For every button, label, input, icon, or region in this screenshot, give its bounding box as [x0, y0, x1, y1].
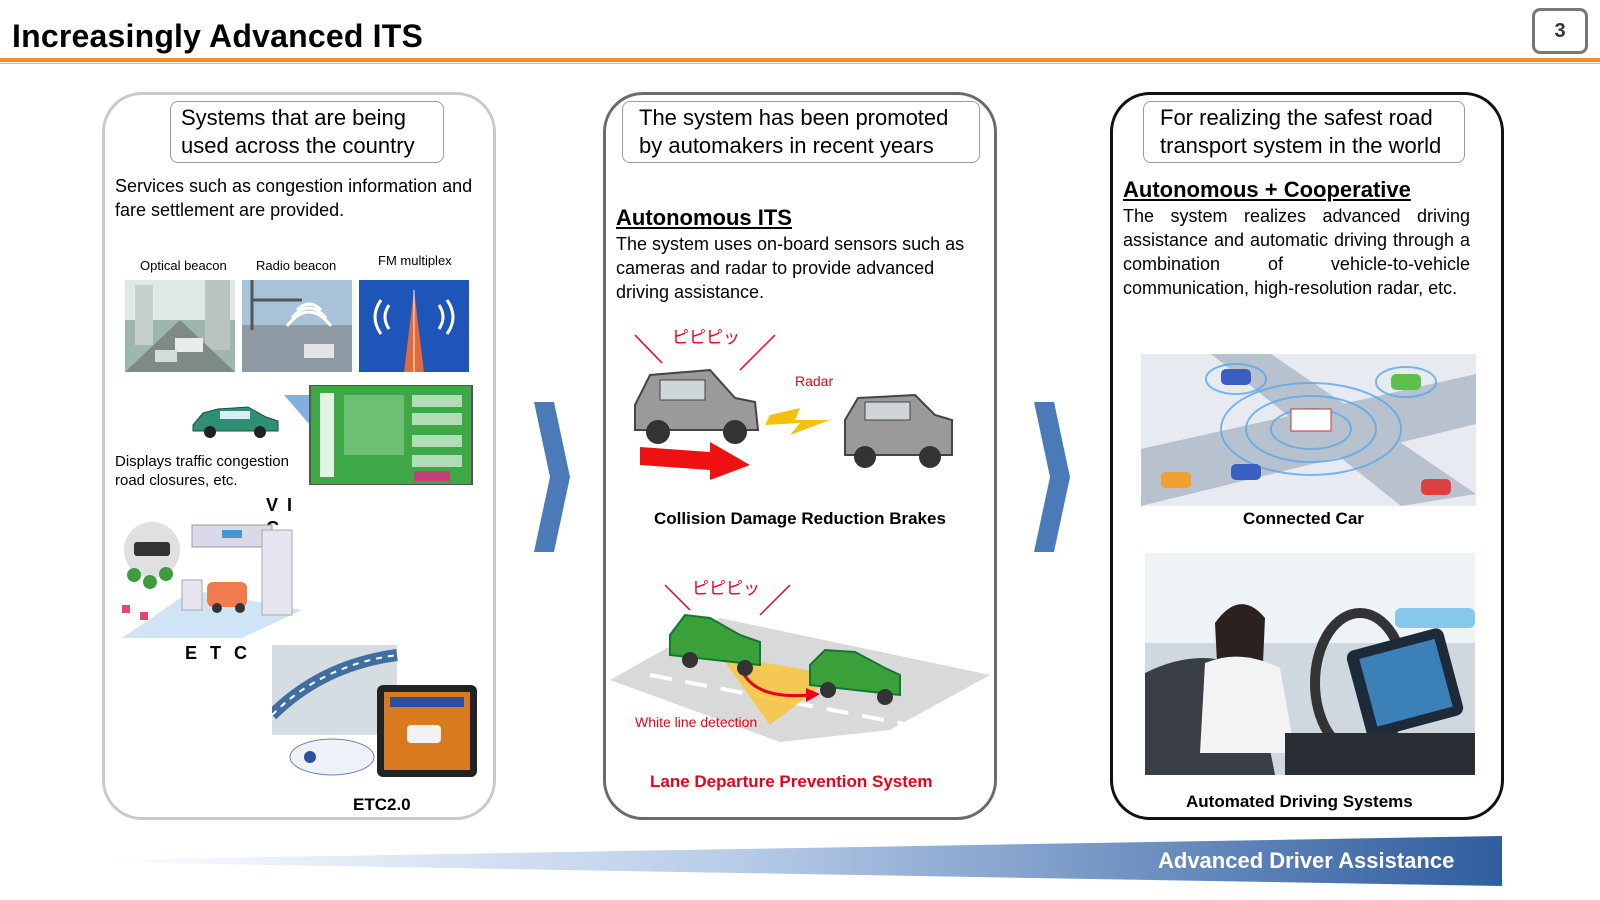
- etc-gate-illustration: [122, 522, 302, 638]
- optical-beacon-photo: [125, 280, 235, 372]
- title-rule: [0, 58, 1600, 62]
- autonomous-its-body: The system uses on-board sensors such as…: [616, 234, 965, 302]
- autonomous-cooperative-body: The system realizes advanced driving ass…: [1123, 206, 1470, 298]
- autonomous-its-heading: Autonomous ITS: [616, 205, 792, 230]
- automated-driving-label: Automated Driving Systems: [1186, 792, 1413, 811]
- footer-banner: [95, 836, 1502, 886]
- slide-title: Increasingly Advanced ITS: [12, 18, 424, 54]
- vics-display: [284, 385, 473, 485]
- panel3-caption: For realizing the safest road transport …: [1143, 101, 1465, 163]
- radar-label: Radar: [795, 373, 834, 389]
- automated-driving-photo: [1145, 553, 1475, 775]
- arrow-right-icon: [534, 402, 570, 552]
- beep-text-2: ピピピッ: [692, 579, 760, 598]
- connected-car-illustration: [1141, 354, 1476, 506]
- radio-beacon-label: Radio beacon: [256, 258, 337, 273]
- panel1-caption: Systems that are being used across the c…: [170, 101, 444, 163]
- white-line-detection-label: White line detection: [635, 714, 758, 730]
- etc2-label: ETC2.0: [353, 795, 411, 814]
- panel2-caption: The system has been promoted by automake…: [622, 101, 980, 163]
- arrow-right-icon: [1034, 402, 1070, 552]
- page-number: 3: [1532, 8, 1588, 54]
- optical-beacon-label: Optical beacon: [140, 258, 227, 273]
- footer-label: Advanced Driver Assistance: [1158, 848, 1455, 873]
- panel1-intro: Services such as congestion information …: [115, 176, 473, 220]
- lane-departure-illustration: [610, 584, 990, 742]
- vics-display-caption: Displays traffic congestion road closure…: [115, 453, 289, 489]
- beep-text: ピピピッ: [672, 328, 740, 347]
- fm-broadcast-photo: [359, 280, 469, 372]
- collision-brake-label: Collision Damage Reduction Brakes: [654, 509, 946, 528]
- radio-beacon-photo: [242, 280, 352, 372]
- autonomous-cooperative-heading: Autonomous + Cooperative: [1123, 177, 1411, 202]
- taxi-icon: [192, 406, 279, 438]
- lane-departure-label: Lane Departure Prevention System: [650, 772, 933, 791]
- etc2-illustration: [272, 645, 477, 777]
- collision-brake-illustration: [634, 334, 953, 480]
- title-rule-thin: [0, 63, 1600, 64]
- etc-label: E T C: [185, 643, 252, 663]
- connected-car-label: Connected Car: [1243, 509, 1364, 528]
